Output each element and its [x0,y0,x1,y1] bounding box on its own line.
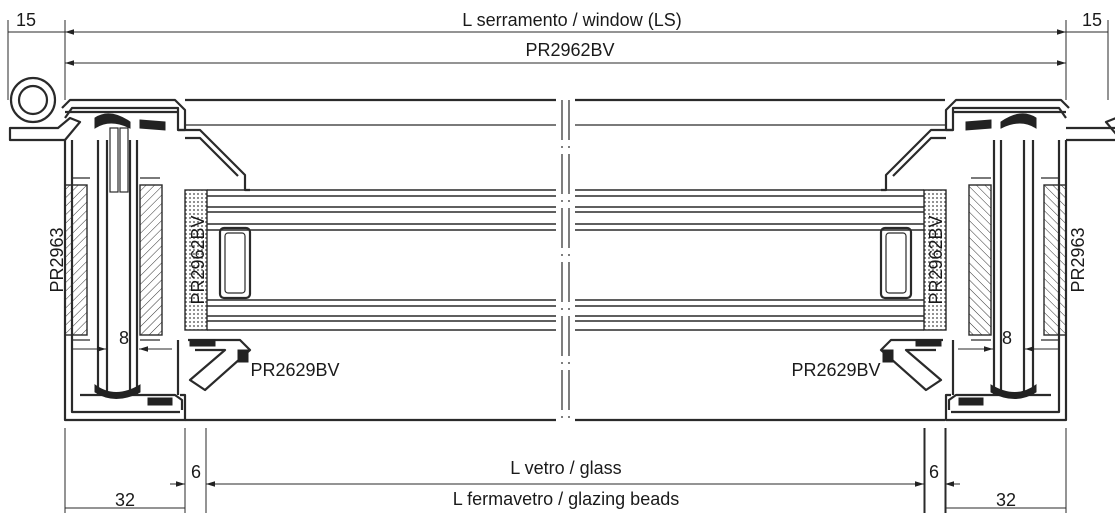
dim-right-bottom: 32 [996,490,1016,510]
dim-left-bottom: 32 [115,490,135,510]
dim-frame-profile-width: PR2962BV [525,40,614,60]
dim-right-gap: 6 [929,462,939,482]
label-outer-left: PR2963 [47,227,67,292]
dim-bead-width: L fermavetro / glazing beads [453,489,679,509]
bottom-dimension-lines [65,428,1067,513]
dim-window-width: L serramento / window (LS) [462,10,681,30]
dim-left-inner: 8 [119,328,129,348]
hinge-inner-circle [17,84,49,116]
label-sash-right: PR2962BV [926,215,946,304]
label-bead-left: PR2629BV [250,360,339,380]
dim-glass-width: L vetro / glass [510,458,621,478]
dim-left-gap: 6 [191,462,201,482]
hinge-outer-circle [9,76,57,124]
dim-top-left-offset: 15 [16,10,36,30]
glass-and-rails [185,98,945,422]
top-dimension-lines [7,20,1109,100]
dim-right-inner: 8 [1002,328,1012,348]
left-frame-section [8,76,252,513]
label-bead-right: PR2629BV [791,360,880,380]
label-sash-left: PR2962BV [188,215,208,304]
label-outer-right: PR2963 [1068,227,1088,292]
dim-top-right-offset: 15 [1082,10,1102,30]
right-frame-section [879,98,1115,513]
